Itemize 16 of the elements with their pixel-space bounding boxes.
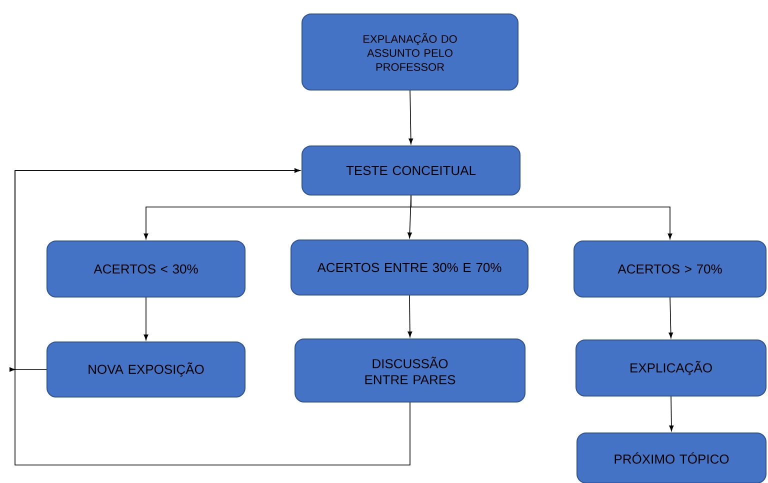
arrow: [668, 297, 674, 338]
process-box: NOVA EXPOSIÇÃO: [46, 342, 246, 398]
process-box: ACERTOS ENTRE 30% E 70%: [290, 240, 528, 296]
process-box: ACERTOS < 30%: [46, 240, 246, 298]
process-box: DISCUSSÃO ENTRE PARES: [294, 338, 526, 402]
arrow: [410, 195, 672, 240]
process-box: EXPLICAÇÃO: [576, 340, 766, 396]
process-box: EXPLANAÇÃO DO ASSUNTO PELO PROFESSOR: [302, 14, 518, 90]
arrow: [408, 295, 412, 338]
process-box: ACERTOS > 70%: [574, 240, 766, 298]
arrow: [669, 396, 674, 432]
arrow: [14, 168, 410, 466]
process-box: TESTE CONCEITUAL: [302, 146, 520, 196]
process-box: PRÓXIMO TÓPICO: [576, 432, 766, 483]
arrow: [144, 297, 148, 340]
arrow: [408, 90, 414, 144]
